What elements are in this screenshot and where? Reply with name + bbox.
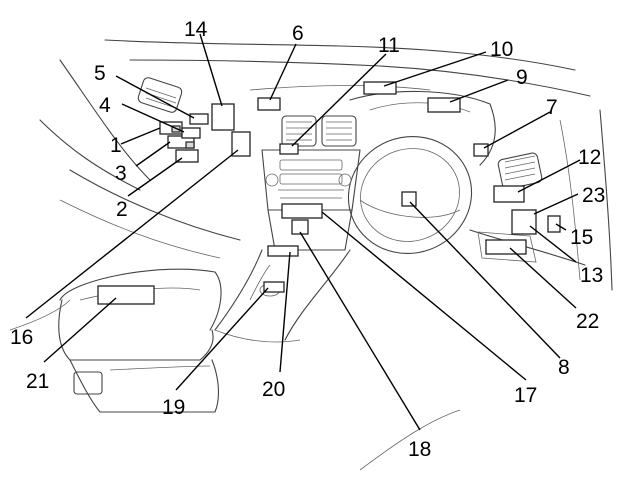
component-22 [485, 239, 527, 255]
component-6 [257, 97, 281, 111]
component-23 [511, 209, 537, 235]
callout-labels: 1 2 3 4 5 6 7 8 9 10 11 12 13 14 15 16 1… [10, 18, 605, 461]
callout-3: 3 [115, 162, 127, 185]
leader-lines [25, 33, 581, 431]
callout-5: 5 [94, 62, 106, 85]
component-4 [181, 127, 201, 139]
callout-7: 7 [546, 96, 558, 119]
callout-9: 9 [516, 66, 528, 89]
component-boxes [97, 81, 561, 305]
callout-17: 17 [514, 384, 537, 407]
component-21 [97, 285, 155, 305]
callout-15: 15 [570, 226, 593, 249]
callout-13: 13 [580, 264, 603, 287]
component-11 [279, 143, 299, 155]
callout-16: 16 [10, 326, 33, 349]
callout-18: 18 [408, 438, 431, 461]
callout-10: 10 [490, 38, 513, 61]
callout-6: 6 [292, 22, 304, 45]
dashboard-sketch [9, 39, 613, 471]
component-18 [291, 219, 309, 235]
callout-1: 1 [110, 134, 122, 157]
component-20 [267, 245, 299, 257]
callout-23: 23 [582, 184, 605, 207]
callout-14: 14 [184, 18, 208, 41]
component-8 [401, 191, 417, 207]
callout-21: 21 [26, 370, 49, 393]
callout-2: 2 [116, 198, 128, 221]
callout-11: 11 [378, 34, 400, 57]
component-12 [493, 185, 525, 203]
component-19 [263, 281, 285, 293]
component-15 [547, 215, 561, 233]
component-7 [473, 143, 489, 157]
callout-20: 20 [262, 378, 285, 401]
component-16 [231, 131, 251, 157]
callout-8: 8 [558, 356, 570, 379]
component-5 [189, 113, 209, 125]
callout-12: 12 [578, 146, 601, 169]
component-14 [211, 103, 235, 131]
callout-22: 22 [576, 310, 599, 333]
component-17 [281, 203, 323, 219]
callout-4: 4 [99, 94, 111, 117]
callout-19: 19 [162, 396, 185, 419]
